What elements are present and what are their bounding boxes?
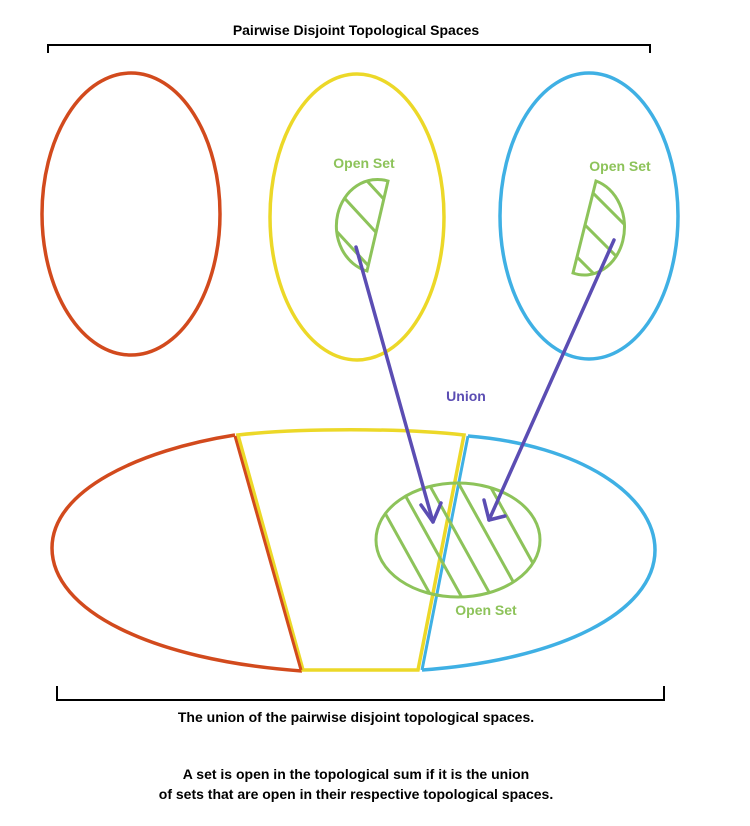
note-line-1: A set is open in the topological sum if … bbox=[183, 766, 529, 782]
note-line-2: of sets that are open in their respectiv… bbox=[159, 786, 553, 802]
union-divider-blue bbox=[420, 435, 470, 671]
arrow-yellow-to-union bbox=[354, 245, 443, 524]
union-label: Union bbox=[446, 388, 486, 404]
open-set-label-union: Open Set bbox=[455, 602, 517, 618]
open-set-union bbox=[374, 481, 542, 599]
union-region-yellow bbox=[235, 428, 467, 672]
union-caption: The union of the pairwise disjoint topol… bbox=[178, 709, 534, 725]
union-region-blue bbox=[421, 434, 657, 672]
union-divider-red bbox=[233, 435, 303, 671]
arrow-blue-to-union bbox=[482, 238, 616, 522]
open-set-label-yellow: Open Set bbox=[333, 155, 395, 171]
diagram-title: Pairwise Disjoint Topological Spaces bbox=[233, 22, 480, 38]
bottom-bracket bbox=[56, 686, 665, 701]
open-set-label-blue: Open Set bbox=[589, 158, 651, 174]
top-bracket bbox=[47, 44, 651, 53]
space-blue bbox=[498, 71, 680, 361]
space-red bbox=[40, 71, 222, 357]
open-set-blue bbox=[571, 179, 627, 277]
open-set-yellow bbox=[334, 177, 390, 273]
space-yellow bbox=[268, 72, 446, 362]
union-region-red bbox=[50, 433, 303, 673]
